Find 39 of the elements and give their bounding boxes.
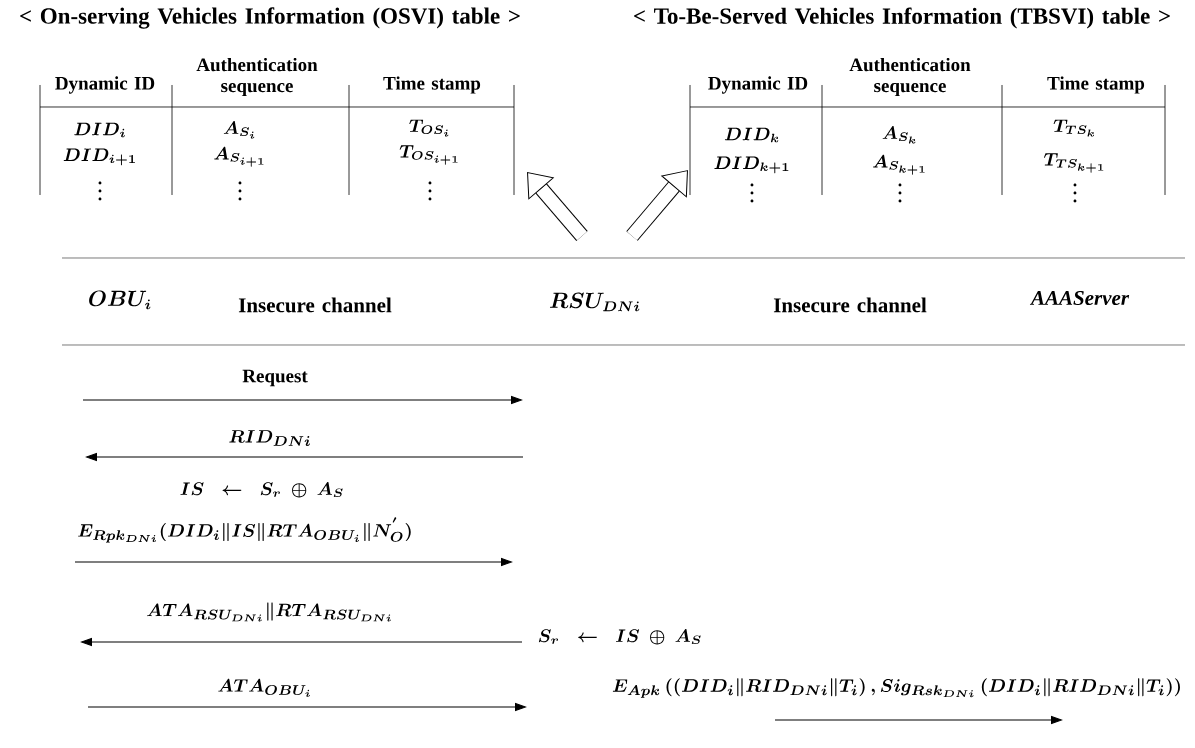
table-cell: $A_{S_{i+1}}$ <box>214 146 264 167</box>
table-cell: $T_{TS_{k+1}}$ <box>1044 153 1104 173</box>
table-title: < To-Be-Served Vehicles Information (TBSVI) table > <box>634 7 1170 29</box>
table-cell: $DID_{i}$ <box>74 122 125 138</box>
column-header: Dynamic ID <box>708 76 808 94</box>
channel-label: Insecure channel <box>238 297 392 313</box>
message-label: $ATA_{RSU_{DNi}} \| RTA_{RSU_{DNi}}$ <box>147 602 391 622</box>
entity-label: $RSU_{DNi}$ <box>549 292 640 312</box>
table-cell: $A_{S_{k}}$ <box>882 126 916 144</box>
channel-label: Insecure channel <box>773 297 927 313</box>
column-header: Time stamp <box>1047 76 1145 94</box>
table-cell: $\vdots$ <box>428 181 432 201</box>
table-cell: $A_{S_{i}}$ <box>223 121 255 139</box>
table-cell: $\vdots$ <box>238 181 242 201</box>
table-cell: $DID_{i+1}$ <box>63 148 135 166</box>
table-cell: $DID_{k}$ <box>724 127 779 143</box>
column-header: Time stamp <box>383 76 481 94</box>
table-cell: $\vdots$ <box>750 183 754 203</box>
column-header: Authentication sequence <box>849 57 971 97</box>
table-cell: $\vdots$ <box>98 181 102 201</box>
table-cell: $T_{OS_{i}}$ <box>409 119 449 137</box>
entity-label: $OBU_{i}$ <box>89 290 151 310</box>
formula: $IS \leftarrow S_{r} \oplus A_{S}$ <box>180 482 343 498</box>
formula: $S_{r} \leftarrow IS \oplus A_{S}$ <box>538 629 701 645</box>
table-cell: $\vdots$ <box>1073 183 1077 203</box>
table-cell: $T_{TS_{k}}$ <box>1053 119 1095 137</box>
table-cell: $A_{S_{k+1}}$ <box>873 154 925 175</box>
entity-label: AAAServer <box>1029 290 1130 306</box>
message-label: $E_{Apk}\left(\left(DID_{i} \| RID_{DNi} \| T_{i}\right), Sig_{Rsk_{DNi}}\left(DID_{i} \| RID_{DNi} \| T_{i}\right)\right)$ <box>612 678 1180 698</box>
message-label: Request <box>242 369 308 387</box>
table-title: < On-serving Vehicles Information (OSVI) table > <box>20 7 520 29</box>
table-cell: $DID_{k+1}$ <box>714 156 789 174</box>
message-label: $ATA_{OBU_{i}}$ <box>218 678 310 697</box>
table-cell: $\vdots$ <box>898 183 902 203</box>
table-cell: $T_{OS_{i+1}}$ <box>399 145 458 165</box>
message-label: $E_{Rpk_{DNi}}(DID_{i} \| IS \| RTA_{OBU_{i}} \| N^{'}_{O})$ <box>78 517 411 543</box>
column-header: Authentication sequence <box>196 57 318 97</box>
message-label: $RID_{DNi}$ <box>229 430 310 446</box>
column-header: Dynamic ID <box>55 76 155 94</box>
